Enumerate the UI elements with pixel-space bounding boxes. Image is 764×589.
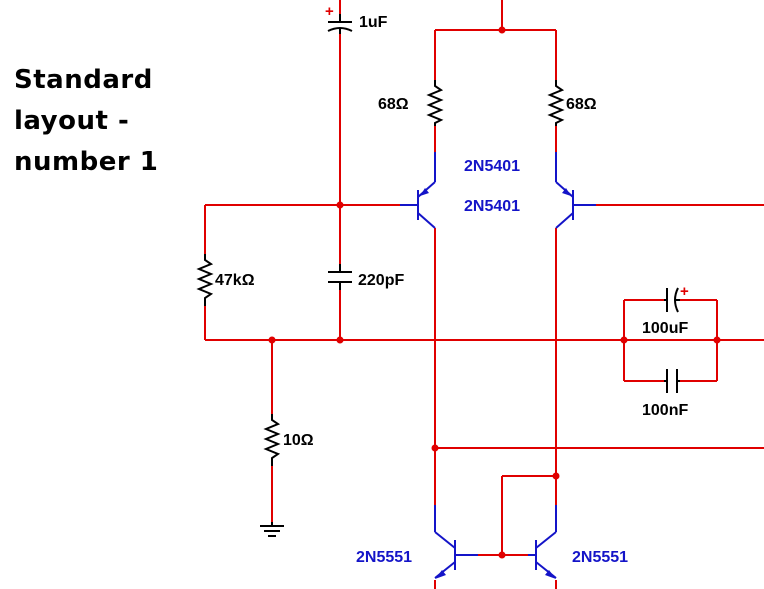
resistor-68-right: 68Ω (547, 80, 597, 126)
resistor-10: 10Ω (263, 414, 314, 466)
capacitor-220pf: 220pF (328, 264, 404, 290)
label-68-right: 68Ω (566, 96, 597, 113)
resistor-47k: 47kΩ (196, 254, 255, 306)
label-2n5551-left: 2N5551 (356, 549, 412, 566)
ground-icon (260, 522, 284, 537)
label-10: 10Ω (283, 432, 314, 449)
capacitor-100nf: 100nF (642, 369, 688, 419)
label-68-left: 68Ω (378, 96, 409, 113)
label-1uf: 1uF (359, 14, 388, 31)
polarity-mark-1uf: + (325, 3, 334, 20)
polarity-mark-100uf: + (680, 283, 689, 300)
title-line-3: number 1 (14, 147, 158, 177)
label-100nf: 100nF (642, 402, 688, 419)
transistor-pnp-left (400, 152, 436, 229)
transistor-npn-left (434, 505, 478, 579)
label-2n5401-lower: 2N5401 (464, 198, 520, 215)
transistor-npn-right (528, 505, 557, 579)
transistor-pnp-right (555, 152, 596, 229)
capacitor-1uf: + 1uF (325, 3, 388, 34)
title-line-1: Standard (14, 65, 153, 95)
label-2n5401-upper: 2N5401 (464, 158, 520, 175)
junction-dots (268, 26, 721, 559)
label-2n5551-right: 2N5551 (572, 549, 628, 566)
title-line-2: layout - (14, 106, 129, 136)
label-47k: 47kΩ (215, 272, 255, 289)
capacitor-100uf: + 100uF (642, 283, 689, 337)
label-220pf: 220pF (358, 272, 404, 289)
diagram-title: Standard layout - number 1 (14, 65, 158, 177)
label-100uf: 100uF (642, 320, 688, 337)
resistor-68-left: 68Ω (378, 80, 444, 126)
